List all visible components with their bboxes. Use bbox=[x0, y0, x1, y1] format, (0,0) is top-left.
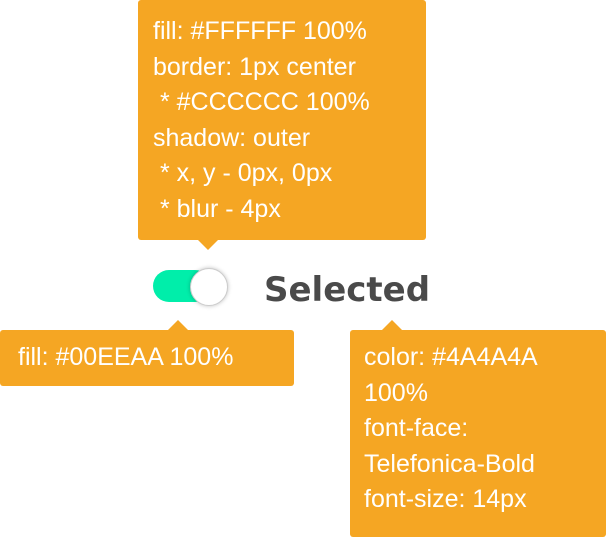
knob-spec-line: * blur - 4px bbox=[153, 194, 281, 223]
knob-spec-pointer bbox=[198, 240, 218, 250]
label-spec-line: 100% bbox=[364, 378, 428, 407]
track-spec-pointer bbox=[168, 320, 188, 330]
label-spec-callout: color: #4A4A4A 100% font-face: Telefonic… bbox=[350, 330, 606, 537]
knob-spec-line: * x, y - 0px, 0px bbox=[153, 159, 333, 187]
toggle-knob[interactable] bbox=[190, 268, 228, 306]
toggle-label: Selected bbox=[264, 270, 431, 310]
knob-spec-line: shadow: outer bbox=[153, 123, 311, 152]
knob-spec-line: * #CCCCCC 100% bbox=[153, 88, 370, 116]
knob-spec-line: fill: #FFFFFF 100% bbox=[153, 17, 367, 45]
track-spec-callout: fill: #00EEAA 100% bbox=[0, 330, 294, 386]
label-spec-pointer bbox=[382, 320, 402, 330]
selected-toggle-switch[interactable] bbox=[153, 268, 229, 306]
label-spec-line: color: #4A4A4A bbox=[364, 343, 538, 371]
label-spec-line: Telefonica-Bold bbox=[364, 449, 535, 478]
label-spec-line: font-face: bbox=[364, 414, 469, 442]
label-spec-line: font-size: 14px bbox=[364, 485, 527, 513]
knob-spec-callout: fill: #FFFFFF 100% border: 1px center * … bbox=[138, 0, 426, 240]
knob-spec-line: border: 1px center bbox=[153, 52, 356, 81]
track-spec-line: fill: #00EEAA 100% bbox=[18, 343, 234, 371]
